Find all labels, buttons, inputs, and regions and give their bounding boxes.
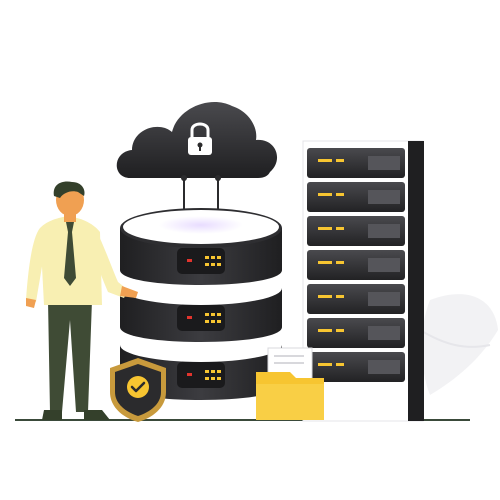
server-rack — [302, 140, 424, 422]
server-unit — [307, 182, 405, 212]
database-disk — [120, 208, 282, 285]
server-unit — [307, 318, 405, 348]
server-unit — [307, 284, 405, 314]
server-unit — [307, 148, 405, 178]
background-leaf-icon — [419, 294, 498, 395]
man-character — [26, 181, 138, 420]
folder-icon — [256, 347, 324, 420]
shield-check-icon — [110, 358, 166, 422]
lock-icon — [188, 122, 212, 155]
server-unit — [307, 352, 405, 382]
server-unit — [307, 216, 405, 246]
server-unit — [307, 250, 405, 280]
